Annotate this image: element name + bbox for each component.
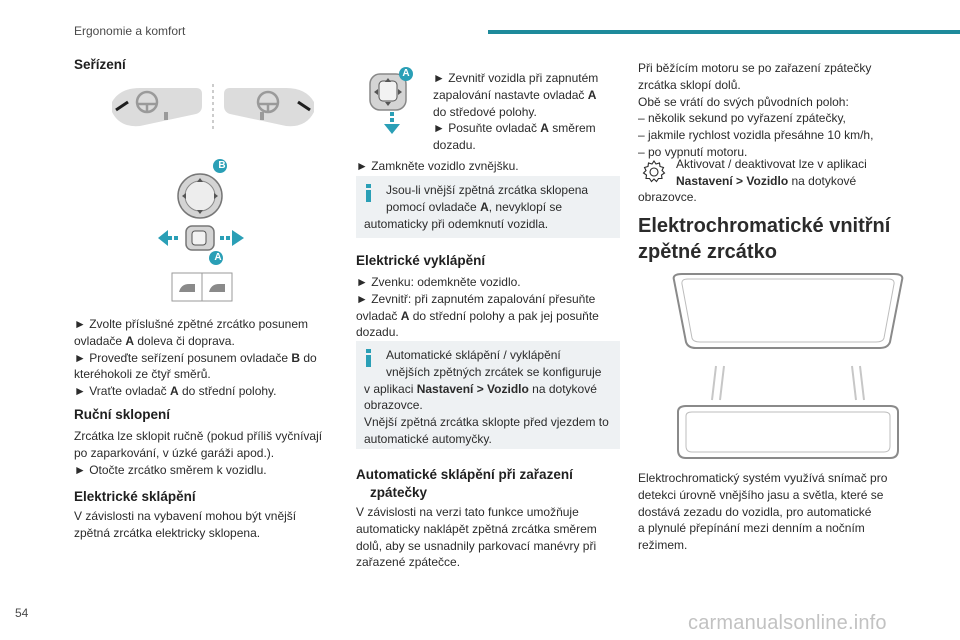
el-line2: zpětná zrcátka elektricky sklopena. [74,525,261,540]
auto-line1: V závislosti na verzi tato funkce umožňu… [356,505,579,519]
reverse-line5: – jakmile rychlost vozidla přesáhne 10 k… [638,128,874,143]
vyklap-line2: ► Zevnitř: při zapnutém zapalování přesu… [356,291,596,306]
heading-elektricke-sklapeni: Elektrické sklápění [74,489,196,504]
vyklap-line3: ovladač A do střední polohy a pak jej po… [356,308,599,323]
reverse-line1: Při běžícím motoru se po zařazení zpáteč… [638,61,872,75]
step2-line1: ► Proveďte seřízení posunem ovladače B d… [74,350,317,365]
rucni-line3: ► Otočte zrcátko směrem k vozidlu. [74,462,267,477]
inside-line3: do středové polohy. [433,104,537,119]
header-accent-bar [488,30,960,34]
badge-B: B [218,160,226,171]
mirror-selector-illustration [112,84,314,130]
rearview-mirror-illustration [672,273,904,459]
info-icon [365,349,373,367]
settings-line3: obrazovce. [638,190,697,204]
heading-serizeni: Seřízení [74,57,126,72]
inside-line5: dozadu. [433,138,476,153]
reverse-line6: – po vypnutí motoru. [638,144,748,159]
running-header: Ergonomie a komfort [74,24,186,38]
reverse-line3: Obě se vrátí do svých původních poloh: [638,94,849,109]
heading-elektrochromaticke-line1: Elektrochromatické vnitřní [638,215,891,237]
page-number: 54 [15,606,29,620]
step3-line: ► Vraťte ovladač A do střední polohy. [74,384,277,399]
note-auto-folding: Automatické sklápění / vyklápění vnějšíc… [356,341,620,449]
note-folded-mirrors: Jsou-li vnější zpětná zrcátka sklopena p… [356,176,620,238]
vyklap-line1: ► Zvenku: odemkněte vozidlo. [356,275,521,289]
elektro-line3: dostává zezadu do vozidla, pro automatic… [638,504,872,519]
reverse-line4: – několik sekund po vyřazení zpátečky, [638,111,846,126]
heading-elektrochromaticke-line2: zpětné zrcátko [638,241,777,263]
el-line1: V závislosti na vybavení mohou být vnějš… [74,509,297,523]
mirror-fold-illustration [171,272,233,302]
lock-instruction: ► Zamkněte vozidlo zvnějšku. [356,159,519,173]
reverse-line2: zrcátka sklopí dolů. [638,77,741,92]
auto-line2: automaticky naklápět zpětná zrcátka směr… [356,521,597,536]
settings-line1: Aktivovat / deaktivovat lze v aplikaci [676,157,867,171]
vyklap-line4: dozadu. [356,325,399,340]
heading-auto-reverse-line1: Automatické sklápění při zařazení [356,467,573,482]
inside-line2: zapalování nastavte ovladač A [433,87,597,102]
step1-line1: ► Zvolte příslušné zpětné zrcátko posune… [74,317,308,331]
heading-auto-reverse-line2: zpátečky [370,485,428,500]
rucni-line1: Zrcátka lze sklopit ručně (pokud příliš … [74,429,323,443]
badge-A-col2: A [402,68,410,79]
step1-line2: ovladače A doleva či doprava. [74,333,235,348]
settings-line2: Nastavení > Vozidlo na dotykové [676,173,857,188]
info-icon [365,184,373,202]
elektro-line2: detekci úrovně vnějšího jasu a světla, k… [638,487,884,502]
elektro-line5: režimem. [638,538,688,553]
inside-line4: ► Posuňte ovladač A směrem [433,121,596,136]
heading-rucni-sklopeni: Ruční sklopení [74,407,171,422]
auto-line4: zařazené zpátečce. [356,555,461,570]
mirror-joystick-illustration [158,159,244,265]
settings-gear-icon [642,160,666,183]
inside-line1: ► Zevnitř vozidla při zapnutém [433,71,599,85]
fold-control-illustration [369,67,413,134]
elektro-line4: a plynulé přepínání mezi denním a nočním [638,521,865,536]
rucni-line2: po zaparkování, v úzké garáži apod.). [74,445,275,460]
heading-elektricke-vyklapeni: Elektrické vyklápění [356,253,486,268]
watermark: carmanualsonline.info [688,612,887,634]
step2-line2: kteréhokoli ze čtyř směrů. [74,367,211,382]
elektro-line1: Elektrochromatický systém využívá snímač… [638,471,888,485]
auto-line3: dolů, aby se usnadnily parkovací manévry… [356,538,597,553]
badge-A: A [214,252,222,263]
